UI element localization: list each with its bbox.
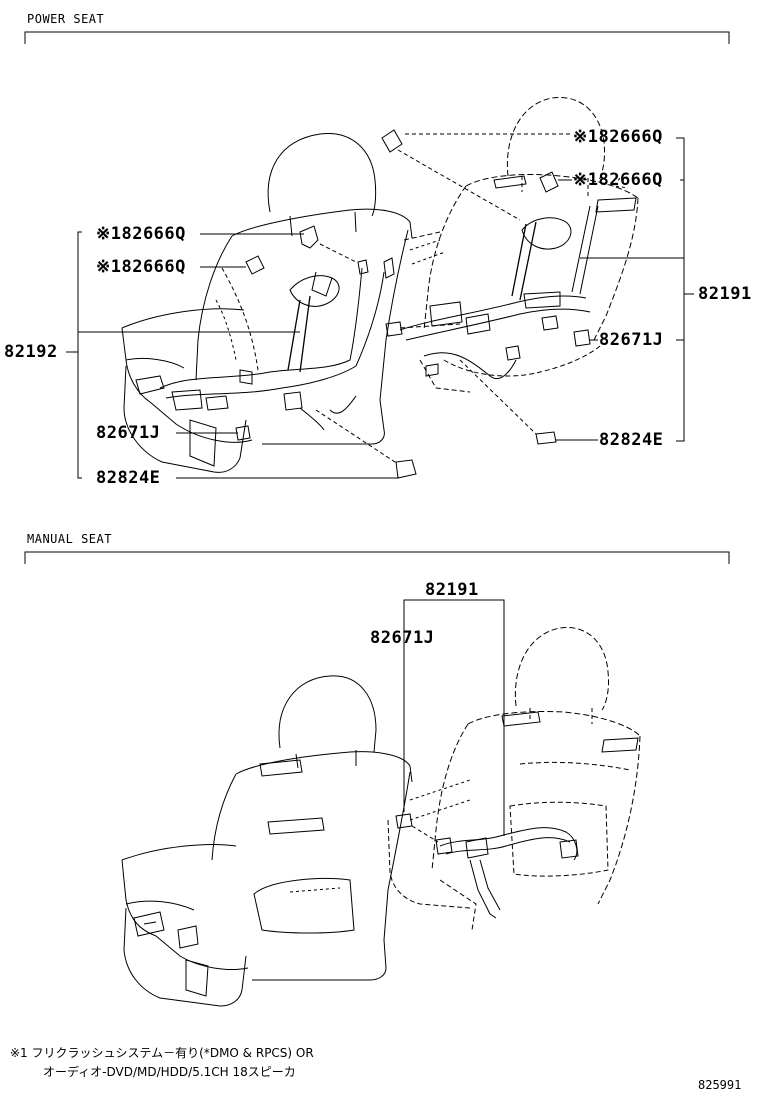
part-number-82671j-right[interactable]: 82671J — [599, 330, 664, 350]
footnote-line-2: オーディオ-DVD/MD/HDD/5.1CH 18スピーカ — [43, 1065, 296, 1079]
part-number-82824e-right[interactable]: 82824E — [599, 430, 664, 450]
part-number-82666q-left-lower[interactable]: ※182666Q — [96, 257, 186, 277]
power-left-seat — [121, 133, 446, 479]
power-left-bracket — [77, 231, 82, 479]
manual-seat-bracket — [24, 551, 730, 564]
power-seat-title: POWER SEAT — [27, 12, 105, 26]
power-seat-bracket — [24, 31, 730, 44]
diagram-code: 825991 — [698, 1078, 742, 1092]
part-number-82671j-left[interactable]: 82671J — [96, 423, 161, 443]
power-right-seat — [381, 96, 639, 445]
manual-right-seat — [387, 627, 641, 931]
manual-seat-title: MANUAL SEAT — [27, 532, 112, 546]
part-number-82671j-manual[interactable]: 82671J — [370, 628, 435, 648]
part-number-82192[interactable]: 82192 — [4, 342, 58, 362]
manual-left-seat — [121, 675, 471, 1007]
part-number-82666q-left-upper[interactable]: ※182666Q — [96, 224, 186, 244]
part-number-82666q-right-upper[interactable]: ※182666Q — [573, 127, 663, 147]
part-number-82666q-right-lower[interactable]: ※182666Q — [573, 170, 663, 190]
part-number-82191-manual[interactable]: 82191 — [425, 580, 479, 600]
footnote-line-1: ※1 フリクラッシュシステム－有り(*DMO & RPCS) OR — [10, 1046, 314, 1060]
part-number-82824e-left[interactable]: 82824E — [96, 468, 161, 488]
part-number-82191-power[interactable]: 82191 — [698, 284, 752, 304]
